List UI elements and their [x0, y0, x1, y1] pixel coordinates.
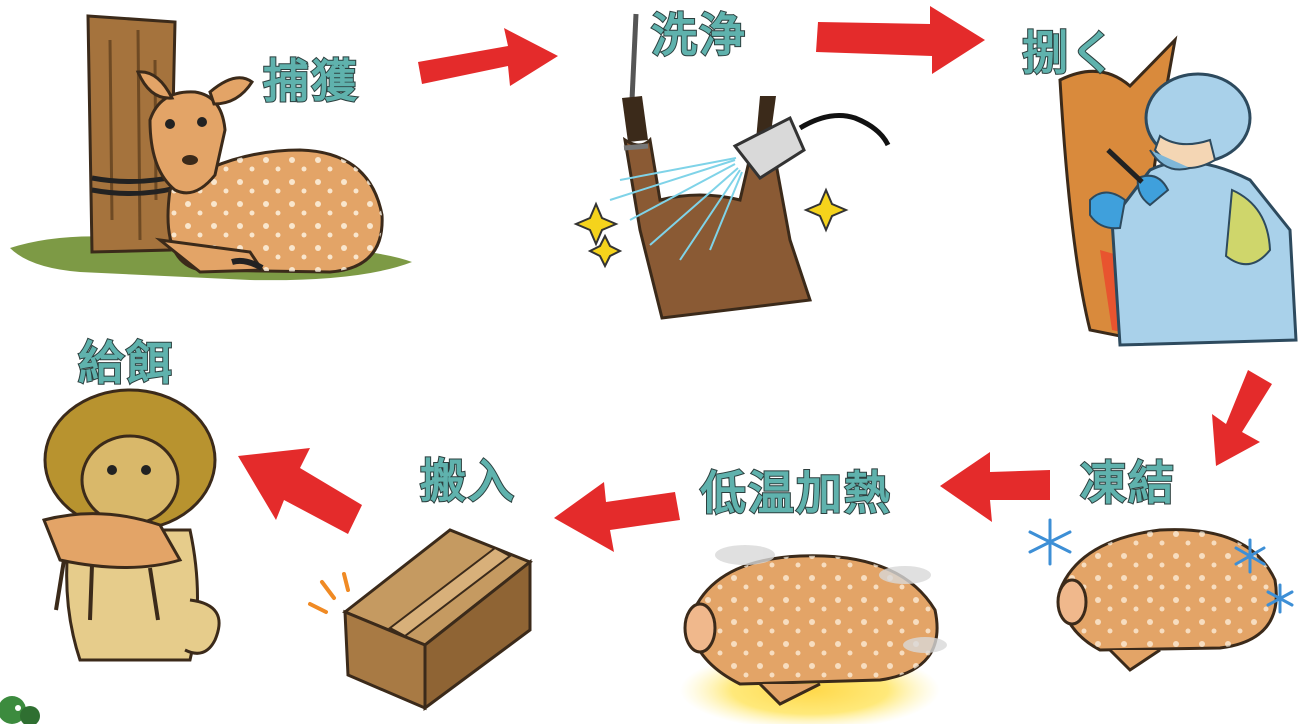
- deer-tied-to-tree-icon: [10, 14, 412, 281]
- step-label-low-temp-heat: 低温加熱: [699, 466, 892, 520]
- arrow-capture-to-wash: [418, 28, 558, 86]
- step-label-freeze: 凍結: [1079, 456, 1176, 510]
- leaf-decoration-icon: [0, 696, 40, 724]
- arrow-heat-to-delivery: [554, 482, 680, 552]
- step-label-wash: 洗浄: [650, 8, 747, 62]
- flow-arrows: [238, 6, 1272, 552]
- step-label-feeding: 給餌: [77, 336, 174, 390]
- arrow-skin-to-freeze: [1212, 370, 1272, 466]
- hanging-carcass-hose-icon: [573, 13, 891, 320]
- arrow-delivery-to-feeding: [238, 448, 362, 534]
- cardboard-box-icon: [308, 528, 533, 711]
- step-label-skin: 捌く: [1021, 26, 1118, 80]
- lion-eating-icon: [41, 388, 221, 662]
- heated-carcass-icon: [680, 545, 947, 724]
- step-label-delivery: 搬入: [419, 454, 516, 508]
- arrow-freeze-to-heat: [940, 452, 1050, 522]
- step-label-capture: 捕獲: [262, 54, 359, 108]
- frozen-carcass-icon: [1028, 518, 1294, 672]
- worker-butchering-icon: [1058, 35, 1298, 347]
- arrow-wash-to-skin: [816, 6, 985, 74]
